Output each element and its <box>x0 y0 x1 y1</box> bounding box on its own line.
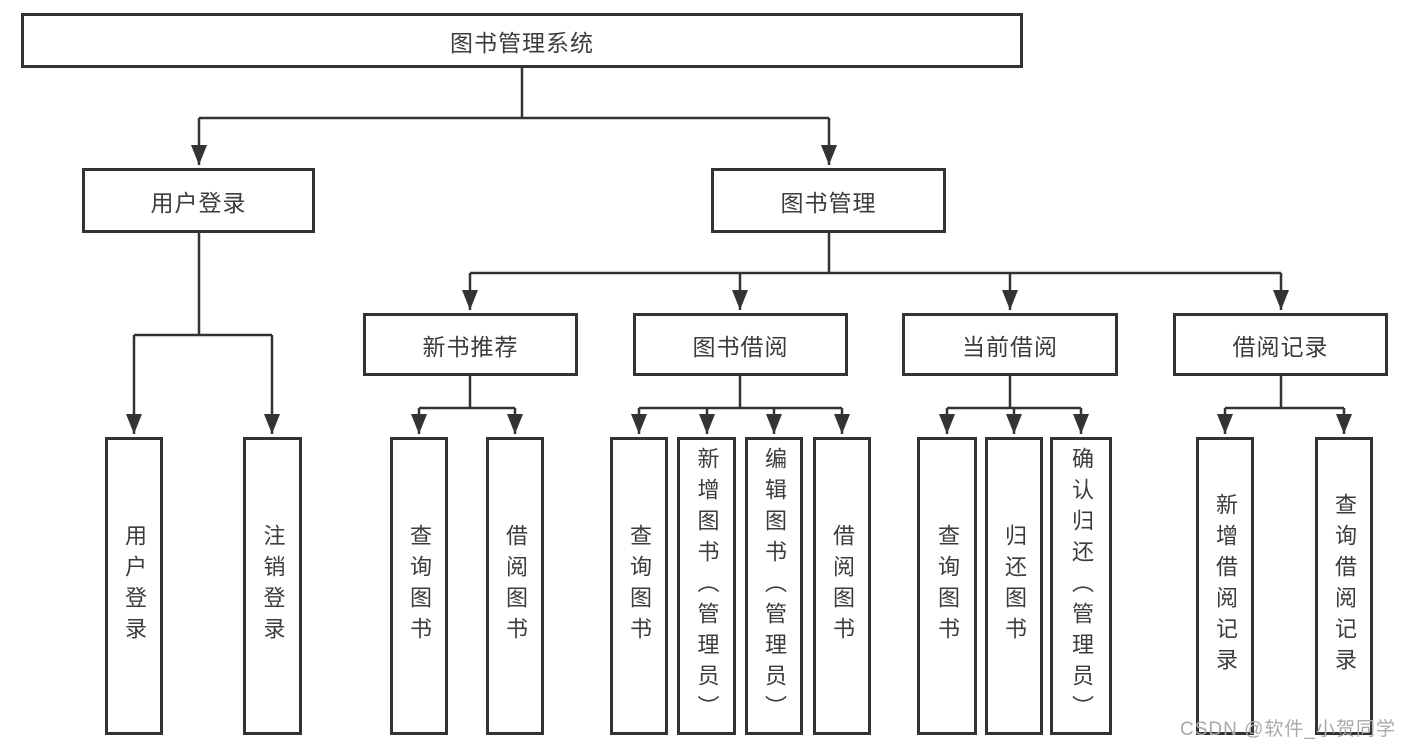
leaf-borrow-add-books-admin-label: 新增图书（管理员） <box>694 446 720 726</box>
node-book-borrow: 图书借阅 <box>633 313 848 376</box>
leaf-borrow-borrow-books-label: 借阅图书 <box>830 524 855 648</box>
leaf-current-confirm-return-admin: 确认归还（管理员） <box>1050 437 1112 735</box>
leaf-records-query-record: 查询借阅记录 <box>1315 437 1373 735</box>
leaf-records-query-record-label: 查询借阅记录 <box>1332 493 1357 679</box>
leaf-borrow-edit-books-admin-label: 编辑图书（管理员） <box>762 446 787 726</box>
leaf-current-query-books: 查询图书 <box>917 437 977 735</box>
leaf-recommend-borrow-books: 借阅图书 <box>486 437 544 735</box>
leaf-recommend-query-books-label: 查询图书 <box>407 524 432 648</box>
node-current-borrow: 当前借阅 <box>902 313 1118 376</box>
leaf-current-query-books-label: 查询图书 <box>935 524 960 648</box>
leaf-borrow-add-books-admin: 新增图书（管理员） <box>677 437 736 735</box>
node-new-book-recommend: 新书推荐 <box>363 313 578 376</box>
leaf-logout-label: 注销登录 <box>260 524 286 648</box>
leaf-borrow-query-books-label: 查询图书 <box>627 524 652 648</box>
node-user-login: 用户登录 <box>82 168 315 233</box>
leaf-recommend-borrow-books-label: 借阅图书 <box>503 524 528 648</box>
node-borrow-records: 借阅记录 <box>1173 313 1388 376</box>
leaf-records-add-record: 新增借阅记录 <box>1196 437 1254 735</box>
leaf-user-login: 用户登录 <box>105 437 163 735</box>
leaf-current-return-books-label: 归还图书 <box>1002 524 1027 648</box>
node-root: 图书管理系统 <box>21 13 1023 68</box>
leaf-current-return-books: 归还图书 <box>985 437 1043 735</box>
leaf-records-add-record-label: 新增借阅记录 <box>1213 493 1238 679</box>
node-book-management: 图书管理 <box>711 168 946 233</box>
leaf-recommend-query-books: 查询图书 <box>390 437 448 735</box>
leaf-borrow-borrow-books: 借阅图书 <box>813 437 871 735</box>
leaf-borrow-edit-books-admin: 编辑图书（管理员） <box>745 437 803 735</box>
leaf-borrow-query-books: 查询图书 <box>610 437 668 735</box>
leaf-logout: 注销登录 <box>243 437 302 735</box>
csdn-watermark: CSDN @软件_小贺同学 <box>1180 719 1396 740</box>
leaf-user-login-label: 用户登录 <box>122 524 147 648</box>
leaf-current-confirm-return-admin-label: 确认归还（管理员） <box>1069 446 1094 726</box>
